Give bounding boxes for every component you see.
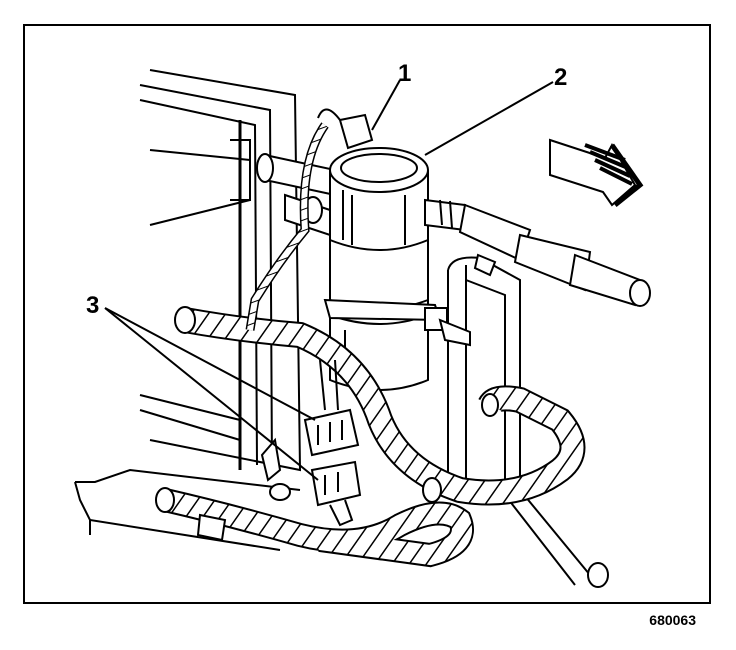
outlet-tube — [424, 198, 651, 307]
radiator-frame — [139, 69, 302, 472]
callout-2-label: 2 — [554, 64, 568, 91]
harness-clips — [196, 437, 442, 542]
callout-1-label: 1 — [398, 60, 412, 87]
callout-3-label: 3 — [86, 292, 100, 319]
callout-leaders — [104, 79, 554, 481]
harness-connectors — [303, 359, 362, 527]
figure-id: 680063 — [649, 612, 696, 628]
mounting-bracket — [74, 468, 301, 551]
mounting-clamp — [323, 298, 471, 347]
front-direction-arrow — [549, 138, 644, 207]
pressure-switch — [317, 108, 374, 150]
wiring-harness — [155, 122, 586, 568]
